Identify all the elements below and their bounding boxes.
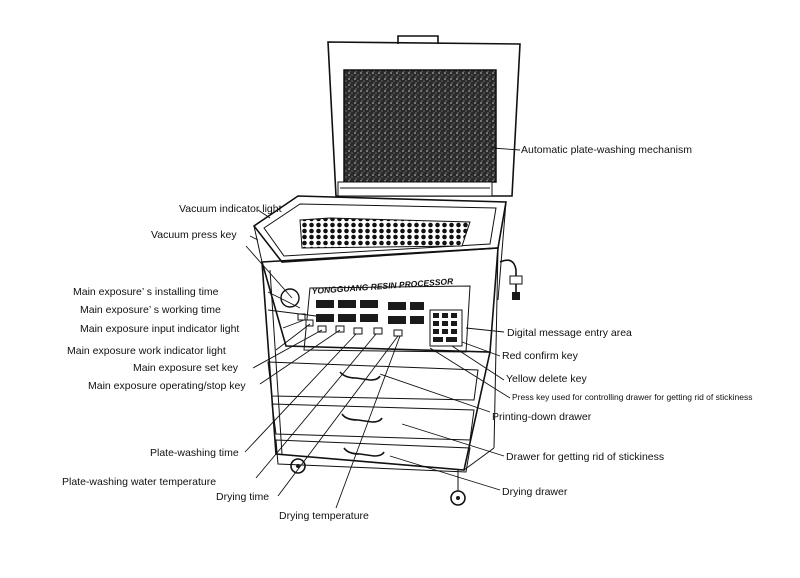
- label-sticky-drawer: Drawer for getting rid of stickiness: [506, 451, 664, 463]
- label-drying-drawer: Drying drawer: [502, 486, 568, 498]
- drying-drawer[interactable]: [275, 439, 471, 473]
- vacuum-indicator-light: [280, 288, 300, 308]
- label-main-working: Main exposure’ s working time: [80, 304, 221, 316]
- label-drying-time: Drying time: [216, 491, 269, 503]
- label-main-installing: Main exposure’ s installing time: [73, 286, 219, 298]
- label-auto-wash: Automatic plate-washing mechanism: [521, 144, 692, 156]
- label-yellow-delete: Yellow delete key: [506, 373, 587, 385]
- panel-keys[interactable]: [297, 313, 403, 337]
- digital-keypad[interactable]: [429, 309, 463, 347]
- label-press-key-drawer: Press key used for controlling drawer fo…: [512, 392, 752, 402]
- label-printing-drawer: Printing-down drawer: [492, 411, 592, 423]
- label-red-confirm: Red confirm key: [502, 350, 579, 362]
- label-digital-entry: Digital message entry area: [507, 327, 632, 339]
- label-vacuum-light: Vacuum indicator light: [179, 203, 282, 215]
- control-panel: YONGGUANG RESIN PROCESSOR: [260, 247, 499, 353]
- label-main-input-light: Main exposure input indicator light: [80, 323, 239, 335]
- label-plate-wash-time: Plate-washing time: [150, 447, 239, 459]
- machine-lid: [327, 35, 521, 197]
- callout-labels: Automatic plate-washing mechanism Vacuum…: [62, 144, 752, 522]
- machine-tub: [252, 195, 507, 301]
- label-main-work-light: Main exposure work indicator light: [67, 345, 226, 357]
- label-vacuum-key: Vacuum press key: [151, 229, 237, 241]
- caster-wheels: [290, 458, 466, 506]
- sticky-drawer[interactable]: [271, 403, 475, 441]
- label-plate-wash-temp: Plate-washing water temperature: [62, 476, 216, 488]
- drain-faucet[interactable]: [499, 259, 523, 300]
- printing-down-drawer[interactable]: [267, 361, 479, 401]
- label-main-op-stop: Main exposure operating/stop key: [88, 380, 246, 392]
- label-main-set-key: Main exposure set key: [133, 362, 239, 374]
- label-drying-temp: Drying temperature: [279, 510, 369, 522]
- leader-lines: [244, 147, 521, 509]
- brand-plate: YONGGUANG RESIN PROCESSOR: [311, 276, 454, 296]
